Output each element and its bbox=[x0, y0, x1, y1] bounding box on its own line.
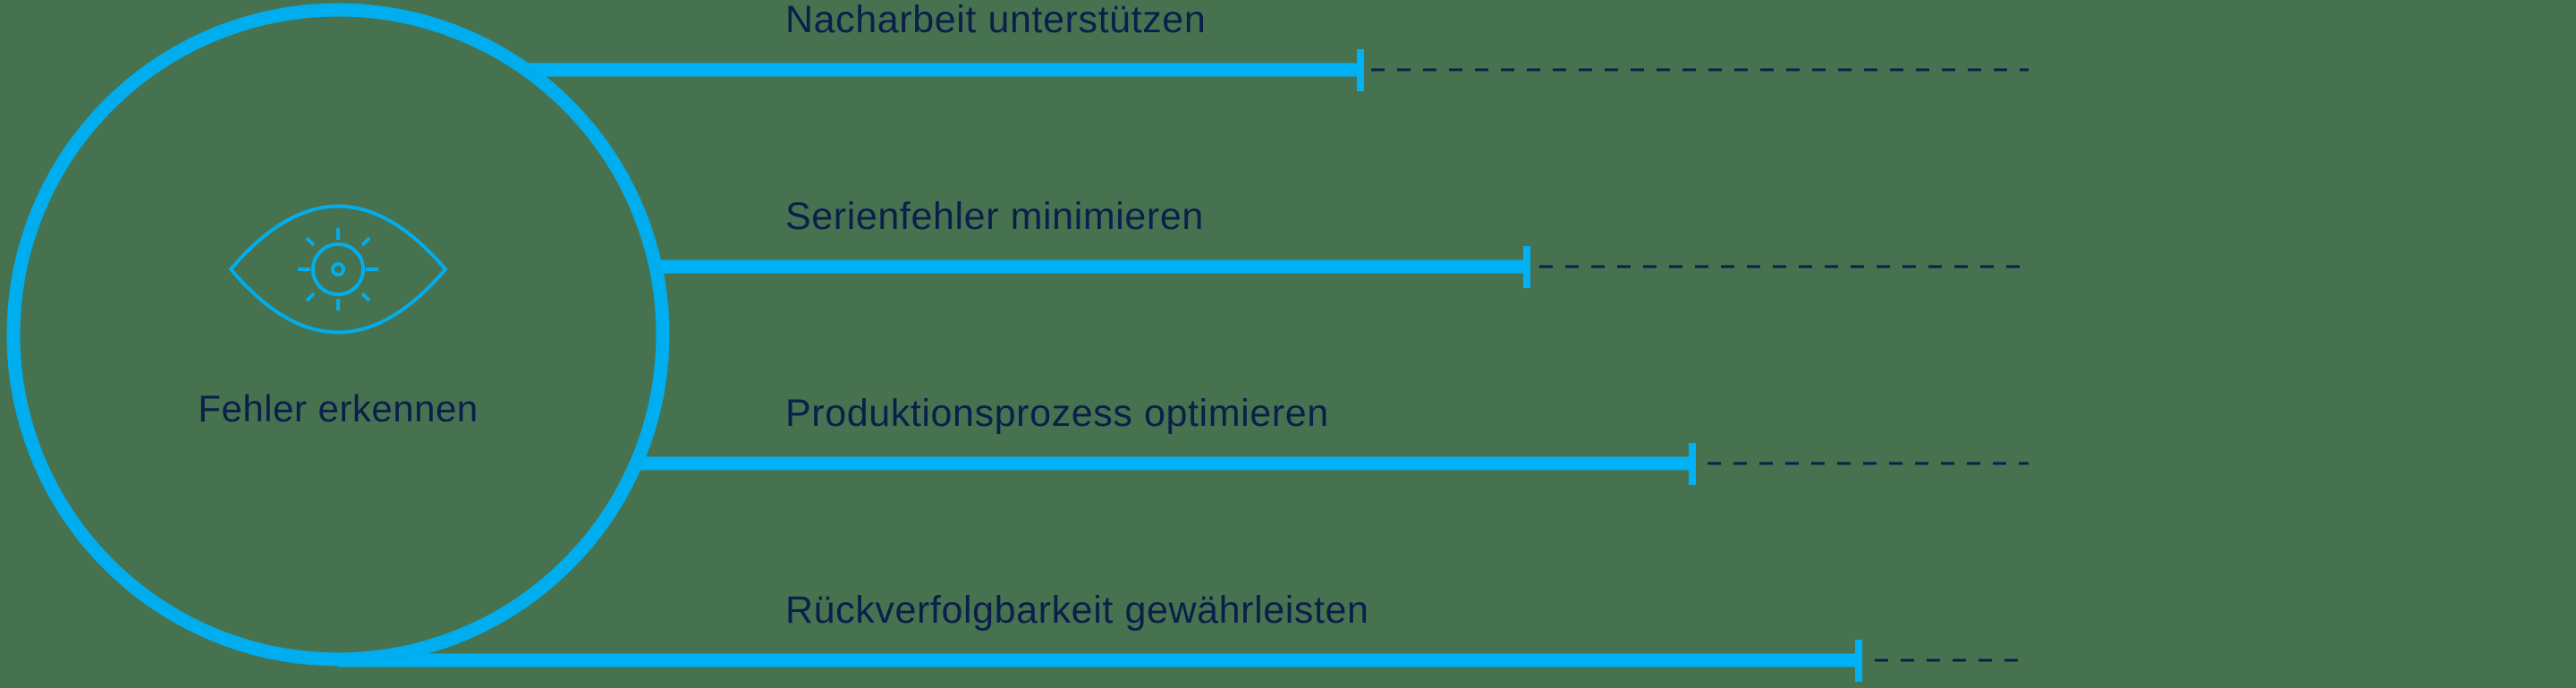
branch-1-connector bbox=[526, 49, 2029, 91]
center-label: Fehler erkennen bbox=[198, 387, 479, 429]
eye-icon bbox=[228, 204, 448, 335]
branch-3-label: Produktionsprozess optimieren bbox=[785, 392, 1329, 435]
center-circle bbox=[6, 3, 670, 667]
branch-3-connector bbox=[636, 443, 2029, 485]
branch-4-label: Rückverfolgbarkeit gewährleisten bbox=[785, 589, 1369, 632]
branch-2-connector bbox=[656, 246, 2029, 288]
branch-1-label: Nacharbeit unterstützen bbox=[785, 0, 1207, 41]
branch-2-label: Serienfehler minimieren bbox=[785, 195, 1204, 238]
branch-4-connector bbox=[338, 640, 2029, 682]
